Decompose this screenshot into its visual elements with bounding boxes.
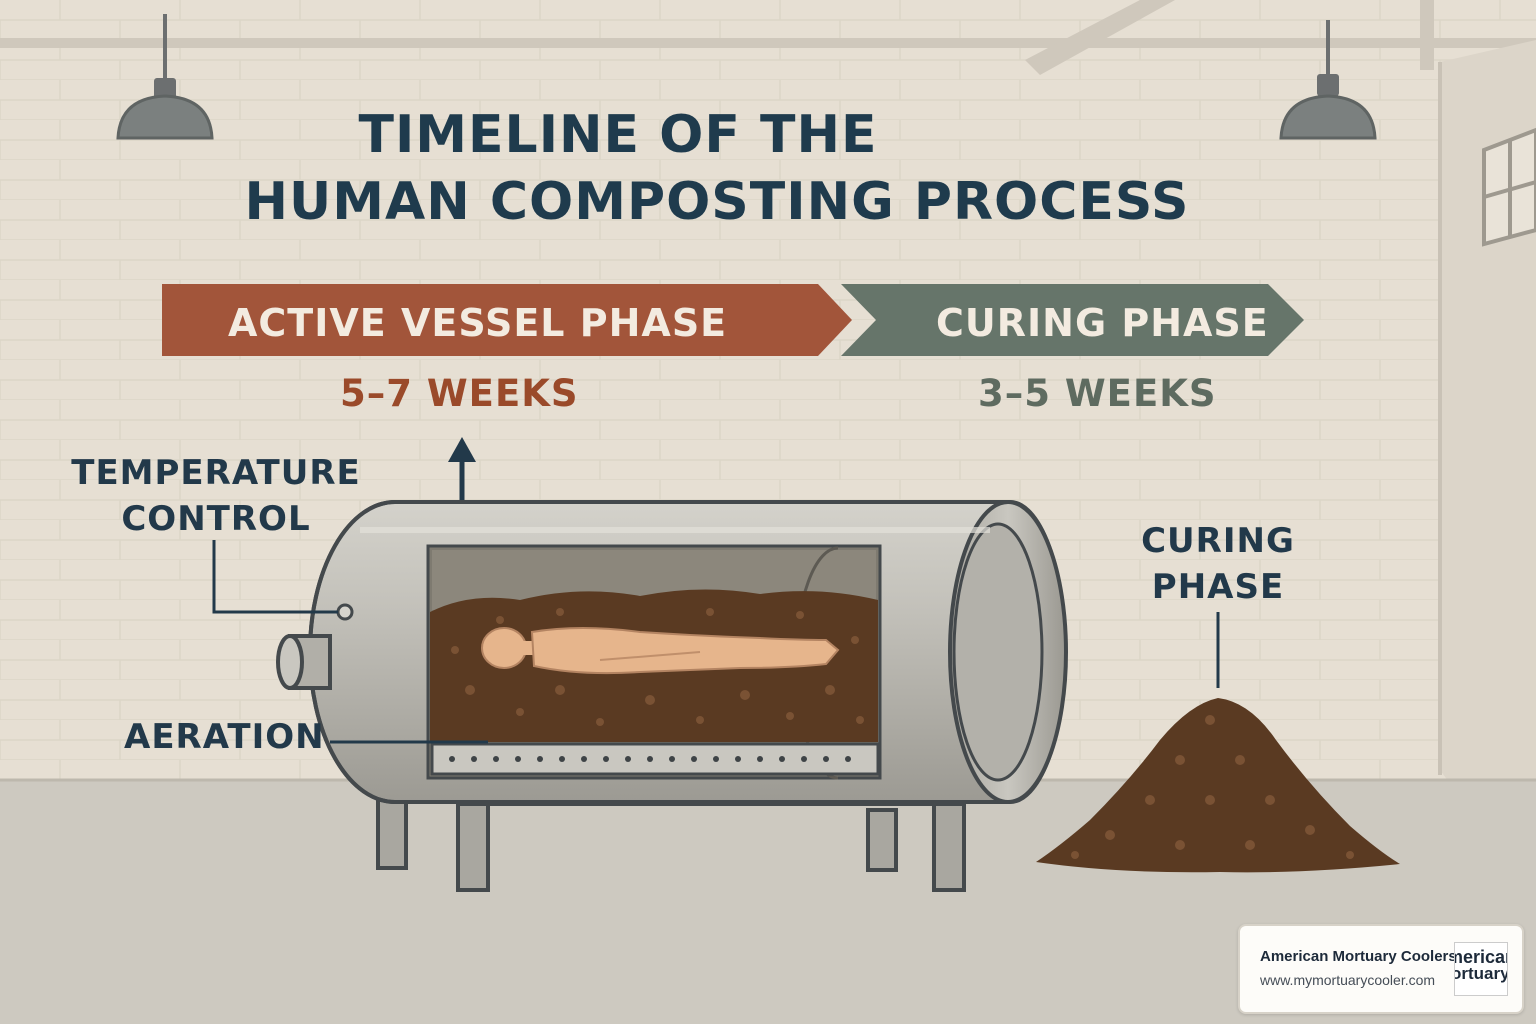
curing-phase-line-2: PHASE	[1151, 567, 1285, 607]
ceiling-lamp-left	[116, 14, 214, 140]
page-title-line-1: TIMELINE OF THE	[358, 105, 878, 165]
temperature-control-line-2: CONTROL	[121, 499, 311, 539]
body-figure	[481, 627, 840, 675]
logo-card[interactable]: American Mortuary Coolers www.mymortuary…	[1238, 924, 1524, 1014]
phase1-arrow	[162, 284, 852, 356]
logo-company-name: American Mortuary Coolers	[1260, 948, 1457, 965]
up-arrow-icon	[448, 437, 476, 500]
logo-url[interactable]: www.mymortuarycooler.com	[1260, 972, 1436, 988]
compost-pile	[1036, 698, 1400, 873]
aeration-pipe	[430, 742, 880, 776]
window	[1482, 127, 1536, 247]
logo-mark-line-2: ortuary	[1454, 964, 1508, 983]
callout-lines	[212, 540, 1220, 744]
phase2-duration: 3–5 WEEKS	[978, 372, 1217, 415]
inlet-nozzle	[276, 634, 332, 690]
page-title-line-2: HUMAN COMPOSTING PROCESS	[244, 172, 1190, 232]
phase2-label: CURING PHASE	[936, 301, 1269, 345]
logo-mark: merican ortuary	[1454, 942, 1508, 996]
ceiling-beams	[0, 0, 1536, 75]
side-wall	[1438, 40, 1536, 900]
ceiling-lamp-right	[1279, 20, 1377, 140]
temperature-sensor	[336, 603, 354, 621]
aeration-label: AERATION	[124, 717, 325, 757]
curing-phase-line-1: CURING	[1141, 521, 1295, 561]
temperature-control-label: TEMPERATURE CONTROL	[70, 450, 362, 542]
phase1-label: ACTIVE VESSEL PHASE	[228, 301, 728, 345]
temperature-control-line-1: TEMPERATURE	[71, 453, 361, 493]
phase2-arrow	[841, 284, 1304, 356]
logo-mark-line-1: merican	[1455, 947, 1507, 967]
curing-phase-label: CURING PHASE	[1120, 518, 1316, 610]
phase1-duration: 5–7 WEEKS	[340, 372, 579, 415]
